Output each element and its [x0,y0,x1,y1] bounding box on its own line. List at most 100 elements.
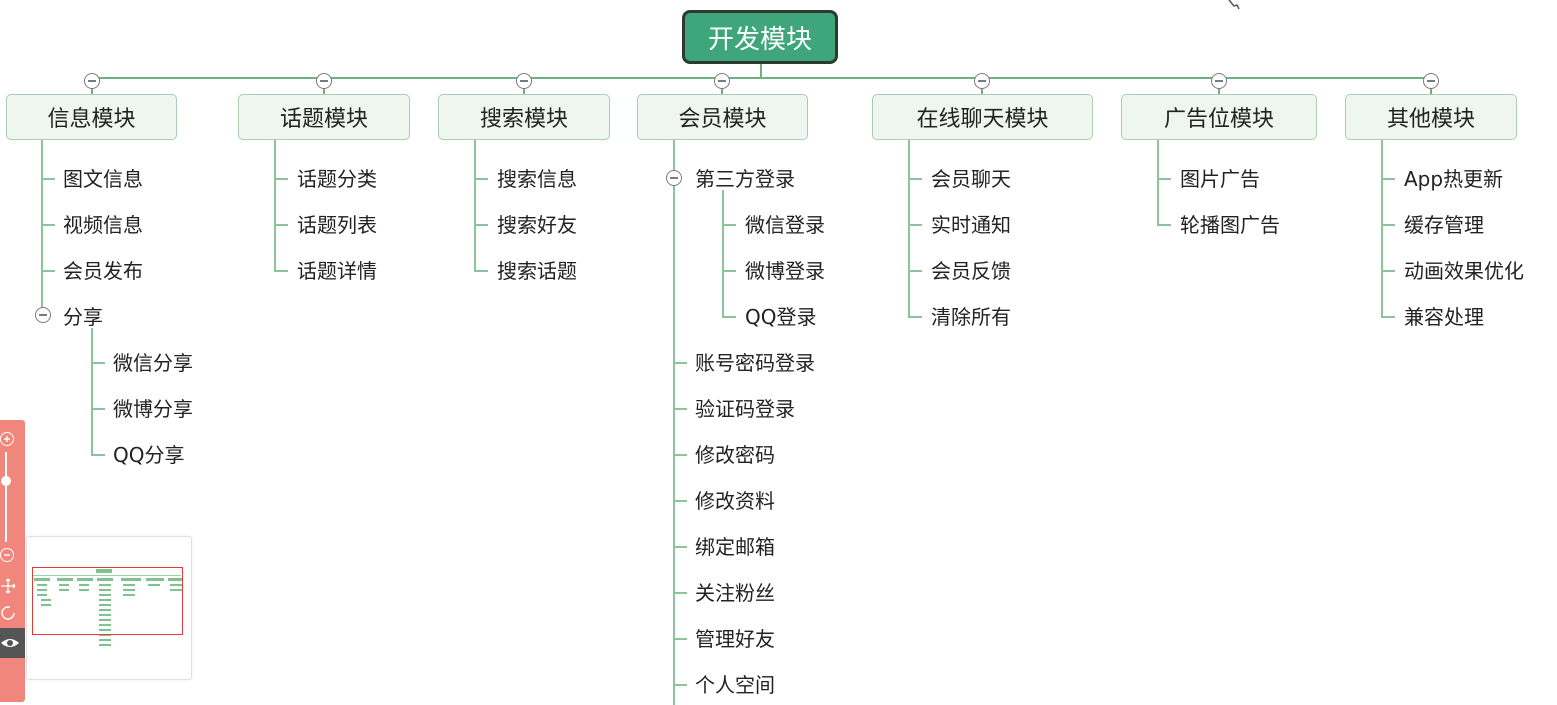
node-item[interactable]: 搜索话题 [497,259,577,283]
eye-toggle-button[interactable] [0,628,25,658]
tree-line [722,224,736,226]
node-item[interactable]: QQ登录 [745,305,817,329]
collapse-toggle-icon[interactable] [714,73,730,89]
minimap-node [99,604,111,606]
zoom-toolbar [0,420,25,702]
collapse-toggle-icon[interactable] [1211,73,1227,89]
collapse-toggle-icon[interactable] [84,73,100,89]
node-item[interactable]: 图文信息 [63,167,143,191]
tree-line [91,408,105,410]
node-item[interactable]: 缓存管理 [1404,213,1484,237]
root-topic[interactable]: 开发模块 [682,10,838,64]
node-item[interactable]: 管理好友 [695,627,775,651]
zoom-in-icon[interactable] [0,432,14,446]
node-item[interactable]: 话题分类 [297,167,377,191]
node-item[interactable]: 会员聊天 [931,167,1011,191]
node-item[interactable]: 关注粉丝 [695,581,775,605]
tree-line [673,546,687,548]
tree-line [1157,178,1171,180]
topic-member[interactable]: 会员模块 [637,94,808,140]
topic-search[interactable]: 搜索模块 [438,94,610,140]
tree-line [41,178,55,180]
minimap-node [96,569,112,573]
node-item[interactable]: 微信登录 [745,213,825,237]
zoom-slider-handle[interactable] [1,476,11,486]
zoom-slider-track[interactable] [5,452,7,542]
node-item[interactable]: 微博登录 [745,259,825,283]
node-item[interactable]: 第三方登录 [695,167,795,191]
node-item[interactable]: 兼容处理 [1404,305,1484,329]
node-item[interactable]: 清除所有 [931,305,1011,329]
minimap-node [59,584,69,586]
node-item[interactable]: 验证码登录 [695,397,795,421]
minimap-node [79,589,89,591]
tree-line [908,224,922,226]
node-item[interactable]: App热更新 [1404,167,1504,191]
topic-label: 其他模块 [1386,107,1475,132]
node-item[interactable]: 会员发布 [63,259,143,283]
minimap-node [123,594,135,596]
collapse-toggle-icon[interactable] [316,73,332,89]
node-item[interactable]: 个人空间 [695,673,775,697]
node-item[interactable]: QQ分享 [113,443,185,467]
tree-line [474,270,488,272]
minimap[interactable] [26,536,192,680]
collapse-toggle-icon[interactable] [1423,73,1439,89]
collapse-toggle-icon[interactable] [974,73,990,89]
node-item[interactable]: 账号密码登录 [695,351,815,375]
tree-line [1381,224,1395,226]
tree-line [274,270,288,272]
branch-bar [92,77,1432,79]
minimap-viewport[interactable] [32,567,183,635]
tree-line [274,178,288,180]
minimap-node [37,589,47,591]
node-item[interactable]: 微信分享 [113,351,193,375]
node-item[interactable]: 修改资料 [695,489,775,513]
node-item[interactable]: 搜索信息 [497,167,577,191]
minimap-node [121,578,141,581]
tree-line [474,224,488,226]
node-item[interactable]: 轮播图广告 [1180,213,1280,237]
rotate-icon[interactable] [0,604,18,622]
minimap-node [99,629,111,631]
topic-topic[interactable]: 话题模块 [238,94,410,140]
collapse-toggle-icon[interactable] [516,73,532,89]
node-item[interactable]: 会员反馈 [931,259,1011,283]
minimap-node [99,644,111,646]
tree-line [722,190,724,318]
node-item[interactable]: 绑定邮箱 [695,535,775,559]
node-item[interactable]: 实时通知 [931,213,1011,237]
node-item[interactable]: 话题详情 [297,259,377,283]
node-item[interactable]: 搜索好友 [497,213,577,237]
minimap-node [99,599,111,601]
move-icon[interactable] [0,578,16,594]
topic-label: 会员模块 [678,107,767,132]
minimap-node [99,589,111,591]
collapse-toggle-icon[interactable] [35,307,51,323]
tree-line [673,454,687,456]
node-item[interactable]: 修改密码 [695,443,775,467]
node-item[interactable]: 动画效果优化 [1404,259,1524,283]
minimap-node [41,604,51,606]
node-item[interactable]: 微博分享 [113,397,193,421]
root-topic-label: 开发模块 [707,24,812,55]
tree-line [1157,140,1159,226]
topic-chat[interactable]: 在线聊天模块 [872,94,1093,140]
node-item[interactable]: 话题列表 [297,213,377,237]
node-item[interactable]: 视频信息 [63,213,143,237]
zoom-out-icon[interactable] [0,548,14,562]
tree-line [908,178,922,180]
topic-ads[interactable]: 广告位模块 [1121,94,1317,140]
node-item[interactable]: 分享 [63,305,103,329]
minimap-node [34,578,50,581]
minimap-node [77,578,93,581]
topic-other[interactable]: 其他模块 [1345,94,1517,140]
node-item[interactable]: 图片广告 [1180,167,1260,191]
minimap-node [41,599,51,601]
topic-label: 话题模块 [279,107,368,132]
topic-info[interactable]: 信息模块 [6,94,177,140]
minimap-node [99,619,111,621]
collapse-toggle-icon[interactable] [666,170,682,186]
minimap-node [99,609,111,611]
